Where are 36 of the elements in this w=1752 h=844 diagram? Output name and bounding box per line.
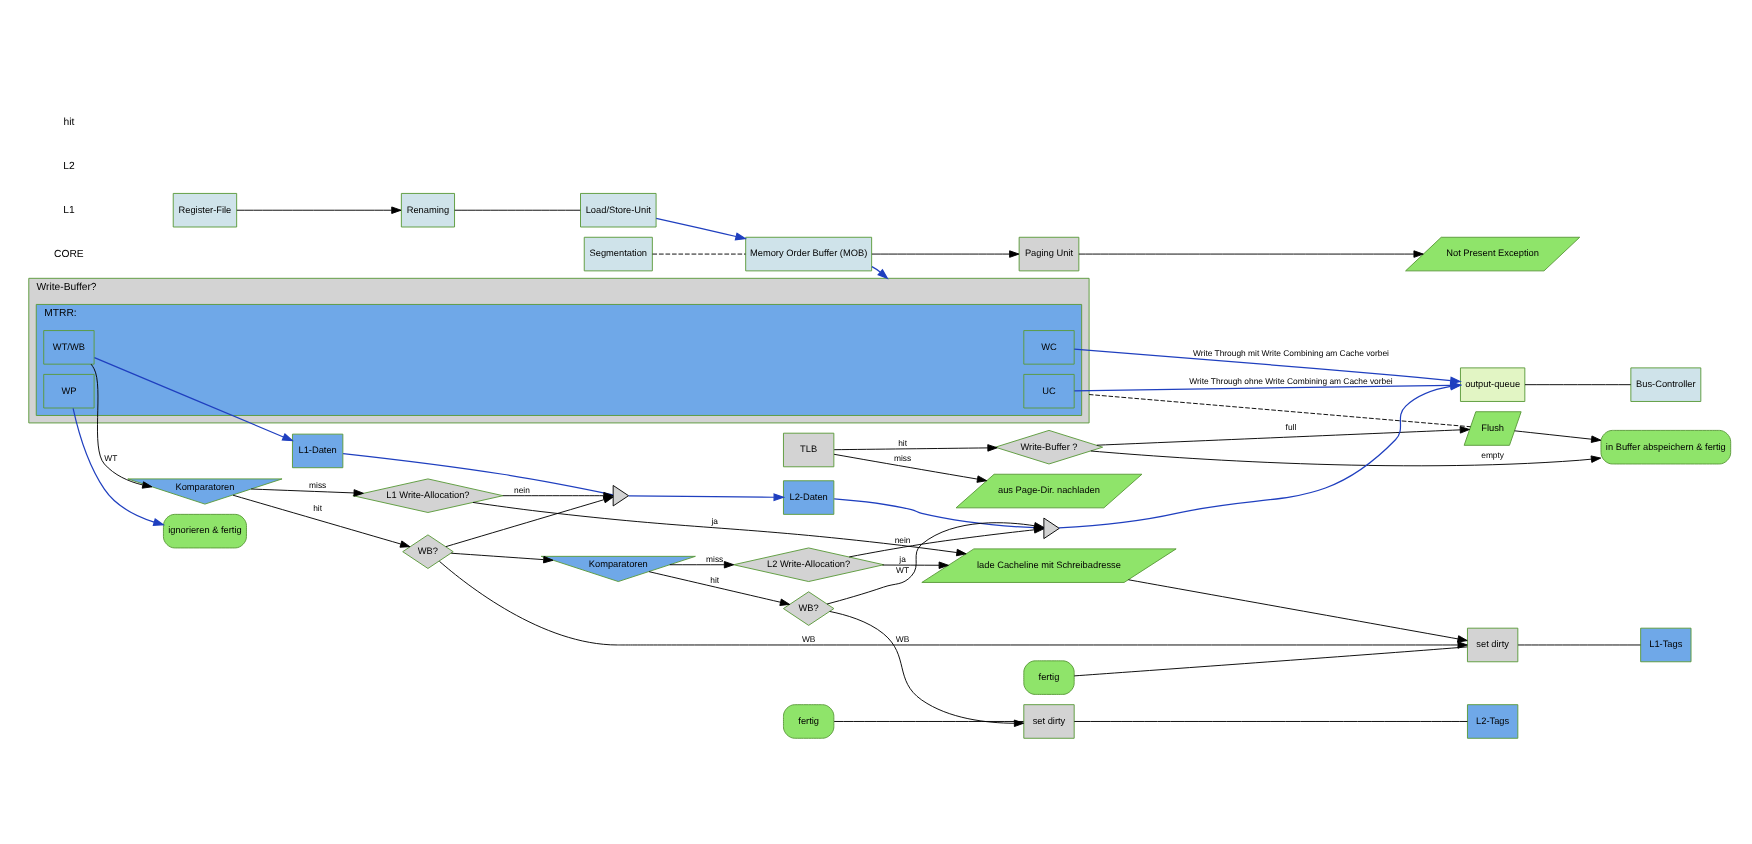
connector: [1073, 646, 1468, 677]
arrow: [93, 357, 294, 442]
arrow: [1096, 426, 1470, 446]
arrow: [72, 407, 165, 526]
arrow: [1514, 430, 1602, 443]
arrow: [502, 491, 614, 500]
arrow: [833, 444, 998, 452]
node-triangle: [1043, 517, 1060, 540]
arrow: [236, 206, 402, 214]
arrow: [669, 561, 735, 569]
connector: [1088, 394, 1471, 428]
node-triangle: [612, 484, 630, 507]
arrow: [232, 494, 411, 548]
arrow: [648, 571, 791, 606]
connector: [454, 209, 581, 211]
arrow: [655, 217, 748, 241]
arrow: [1127, 579, 1468, 643]
connector: [1524, 384, 1632, 386]
arrow: [871, 266, 889, 280]
arrow: [450, 552, 554, 564]
arrow: [90, 363, 153, 489]
arrow: [829, 611, 1025, 727]
arrow: [472, 502, 967, 557]
arrow: [833, 453, 988, 483]
arrow: [1073, 348, 1462, 385]
arrow: [1078, 250, 1424, 258]
arrow: [881, 561, 949, 569]
connector: [1073, 721, 1468, 722]
arrow: [871, 250, 1020, 258]
connector: [833, 721, 1025, 722]
arrow: [250, 488, 364, 497]
connector: [342, 452, 614, 496]
arrow: [627, 493, 786, 502]
arrow: [1090, 450, 1602, 467]
arrow: [438, 560, 1468, 649]
arrow: [848, 526, 1045, 558]
